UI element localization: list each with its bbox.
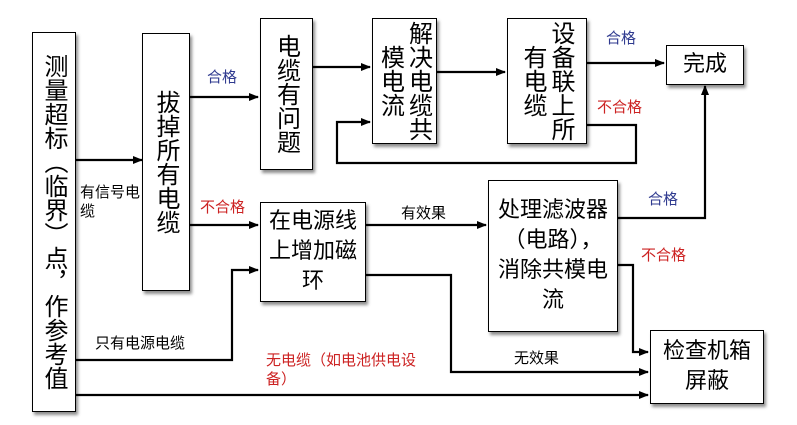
label-fail-connect: 不合格 — [597, 98, 643, 116]
edge-connect-all-fail-loop — [335, 118, 638, 165]
edge-measure-to-ferrite — [76, 266, 259, 362]
label-no-effect: 无效果 — [514, 349, 560, 367]
label-power-only: 只有电源电缆 — [95, 334, 186, 352]
node-ferrite: 在电源线上增加磁环 — [260, 202, 366, 302]
node-measure: 测量超标（临界）点，作参考值 — [32, 32, 76, 412]
node-done: 完成 — [666, 45, 744, 85]
label-effective: 有效果 — [401, 204, 447, 222]
node-filter: 处理滤波器（电路），消除共模电流 — [488, 180, 618, 332]
edge-filter-to-done — [618, 85, 709, 220]
node-solve-cm: 解决电缆共模电流 — [372, 18, 437, 144]
node-cable-problem: 电缆有问题 — [260, 18, 313, 170]
edge-ferrite-to-shield — [366, 273, 649, 376]
label-no-cable: 无电缆（如电池供电设备） — [266, 351, 417, 388]
label-fail-filter: 不合格 — [641, 246, 687, 264]
label-pass-filter: 合格 — [648, 190, 679, 208]
label-pass-connect: 合格 — [606, 29, 637, 47]
node-unplug: 拔掉所有电缆 — [142, 33, 190, 291]
label-fail-unplug: 不合格 — [200, 198, 246, 216]
node-connect-all: 设备联上所有电缆 — [507, 18, 587, 144]
label-pass-unplug: 合格 — [207, 68, 238, 86]
edge-filter-to-shield — [618, 263, 649, 356]
label-signal-cable: 有信号电缆 — [80, 183, 141, 220]
node-shield: 检查机箱屏蔽 — [650, 330, 764, 404]
